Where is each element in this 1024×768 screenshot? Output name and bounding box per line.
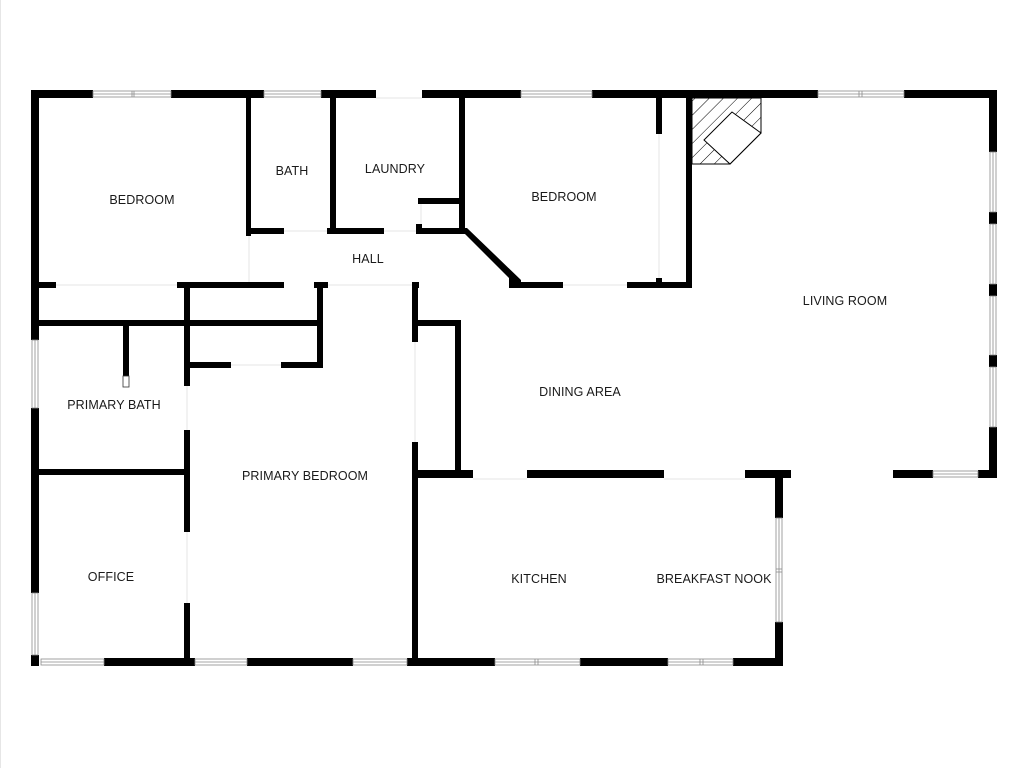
room-label-bedroom: BEDROOM — [109, 193, 175, 207]
room-label-primary-bedroom: PRIMARY BEDROOM — [241, 469, 369, 483]
room-label-bath: BATH — [275, 164, 309, 178]
door-openings — [56, 97, 745, 603]
room-label-living-room: LIVING ROOM — [802, 294, 888, 308]
room-label-breakfast-nook: BREAKFAST NOOK — [656, 572, 772, 586]
room-label-hall: HALL — [352, 252, 384, 266]
fireplace-icon — [691, 97, 762, 165]
interior-walls — [31, 90, 692, 666]
room-label-office: OFFICE — [87, 570, 135, 584]
exterior-walls — [31, 90, 997, 666]
room-label-bedroom-2: BEDROOM — [531, 190, 597, 204]
room-label-dining-area: DINING AREA — [539, 385, 621, 399]
room-label-primary-bath: PRIMARY BATH — [67, 398, 161, 412]
windows — [31, 90, 997, 666]
room-label-laundry: LAUNDRY — [364, 162, 426, 176]
room-label-kitchen: KITCHEN — [511, 572, 567, 586]
